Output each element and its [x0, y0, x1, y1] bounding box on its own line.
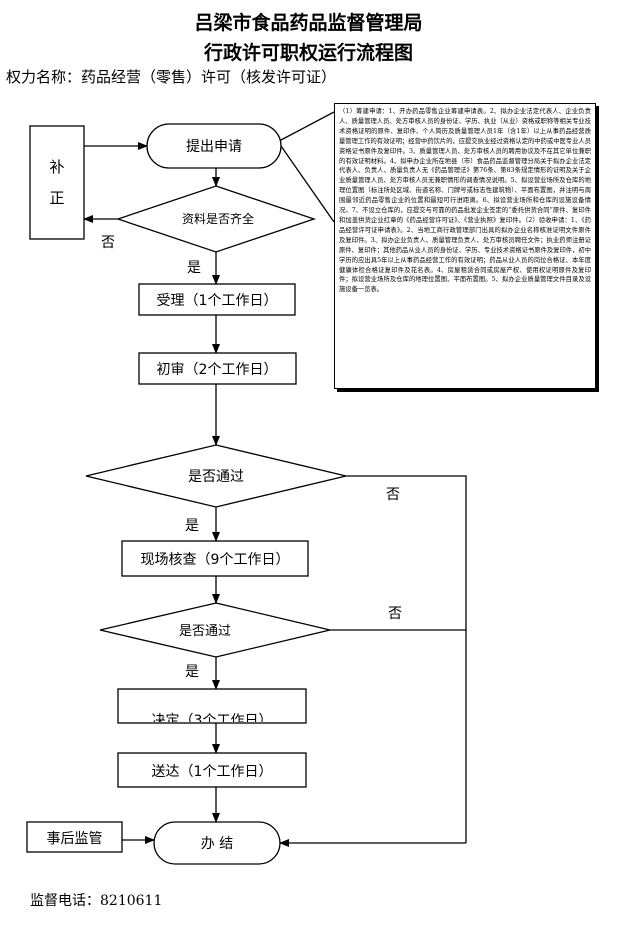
- supervision-phone: 监督电话：8210611: [30, 890, 162, 910]
- site-check-label: 现场核查（9个工作日）: [141, 552, 290, 568]
- phone-label: 监督电话：: [30, 893, 100, 909]
- no-label-pass1: 否: [386, 487, 400, 503]
- decide-label-clip: 决定（3个工作日）: [119, 690, 305, 722]
- decision-docs-label: 资料是否齐全: [182, 211, 254, 226]
- page-title-line2: 行政许可职权运行流程图: [203, 42, 413, 64]
- page-title-line1: 吕梁市食品药品监督管理局: [194, 12, 423, 34]
- decision-pass2-label: 是否通过: [179, 624, 231, 639]
- initial-review-label: 初审（2个工作日）: [157, 361, 278, 378]
- decide-label: 决定（3个工作日）: [151, 713, 273, 722]
- phone-number: 8210611: [100, 893, 163, 909]
- supplement-label-1: 补: [49, 158, 64, 176]
- no-label-docs: 否: [101, 235, 115, 251]
- requirements-note: （1）筹建申请：1、开办药品零售企业筹建申请表。2、拟办企业法定代表人、企业负责…: [334, 103, 596, 389]
- supplement-box: [29, 125, 85, 240]
- decision-pass1-label: 是否通过: [188, 469, 244, 485]
- yes-label-pass1: 是: [185, 518, 199, 534]
- accept-box: [138, 283, 296, 316]
- callout-line-top: [280, 111, 335, 141]
- accept-label: 受理（1个工作日）: [157, 293, 278, 309]
- no-path-pass1: [346, 475, 467, 843]
- supplement-label-2: 正: [49, 189, 64, 207]
- yes-label-pass2: 是: [185, 664, 199, 680]
- start-label: 提出申请: [186, 139, 242, 155]
- no-label-pass2: 否: [388, 606, 402, 622]
- yes-label-docs: 是: [187, 260, 201, 276]
- callout-line-bottom: [280, 145, 335, 223]
- deliver-label: 送达（1个工作日）: [151, 764, 273, 780]
- power-name-label: 权力名称：药品经营（零售）许可（核发许可证）: [6, 68, 337, 86]
- post-supervision-box: [26, 821, 123, 853]
- end-label: 办 结: [200, 836, 234, 852]
- post-supervision-label: 事后监管: [46, 831, 103, 847]
